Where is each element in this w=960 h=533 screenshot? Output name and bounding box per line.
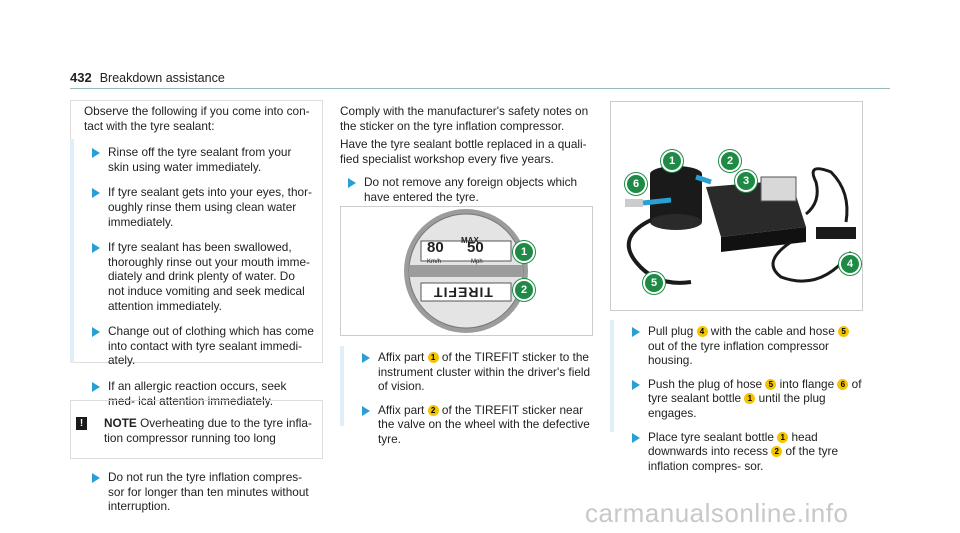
section-title: Breakdown assistance (99, 71, 225, 85)
col1-text: Observe the following if you come into c… (84, 104, 314, 408)
page-number: 432 (70, 70, 92, 85)
step-eyes: If tyre sealant gets into your eyes, tho… (84, 185, 314, 229)
step-affix-part-1: Affix part 1 of the TIREFIT sticker to t… (354, 350, 592, 394)
step-text: If tyre sealant has been swallowed, thor… (108, 240, 310, 313)
sticker-brand: TIREFIT (433, 284, 493, 301)
sticker-unit-mph: Mph (471, 259, 483, 265)
step-text: Do not remove any foreign objects which … (364, 175, 578, 204)
arrow-icon (632, 379, 640, 390)
note-body: Overheating due to the tyre infla- tion … (104, 416, 312, 445)
step-text: Affix part (378, 402, 428, 417)
part-number-badge: 1 (427, 352, 439, 363)
header-rule (70, 88, 890, 89)
step-compressor-time: Do not run the tyre inflation compres- s… (84, 470, 314, 514)
step-rinse-skin: Rinse off the tyre sealant from your ski… (84, 145, 314, 174)
step-text: into flange (776, 376, 838, 391)
part-number-badge: 2 (771, 446, 783, 458)
step-text: with the cable and hose (707, 324, 839, 338)
arrow-icon (632, 432, 640, 443)
callout-3: 3 (735, 170, 757, 192)
replace-paragraph: Have the tyre sealant bottle replaced in… (340, 137, 587, 166)
step-text: head downwards into recess (648, 429, 818, 459)
step-foreign-objects: Do not remove any foreign objects which … (340, 175, 592, 204)
step-text: until the plug engages. (648, 391, 826, 420)
part-number-badge: 1 (777, 431, 789, 443)
step-bar (340, 346, 344, 426)
part-number-badge: 5 (838, 326, 850, 337)
step-bar (610, 320, 614, 432)
step-affix-part-2: Affix part 2 of the TIREFIT sticker near… (354, 403, 592, 447)
arrow-icon (92, 148, 100, 159)
note-title: NOTE (104, 416, 137, 430)
page-header: 432 Breakdown assistance (70, 70, 225, 85)
step-text: of the TIREFIT sticker to the instrument… (378, 350, 591, 394)
step-pull-plug: Pull plug 4 with the cable and hose 5 ou… (624, 324, 862, 368)
watermark: carmanualsonline.info (585, 498, 849, 528)
arrow-icon (92, 188, 100, 199)
step-text: Push the plug of hose (648, 376, 766, 391)
arrow-icon (632, 327, 640, 337)
compressor-figure (610, 101, 863, 311)
part-number-badge: 5 (765, 378, 777, 390)
sticker-figure (340, 206, 593, 336)
step-text: of the tyre inflation compres- sor. (648, 444, 839, 473)
callout-1: 1 (661, 150, 683, 172)
step-text: Change out of clothing which has come in… (108, 324, 314, 368)
intro-text: Observe the following if you come into c… (84, 104, 310, 133)
part-number-badge: 6 (837, 378, 849, 390)
arrow-icon (348, 178, 356, 189)
step-text: Place tyre sealant bottle (648, 429, 778, 444)
step-swallowed: If tyre sealant has been swallowed, thor… (84, 240, 314, 313)
callout-4: 4 (839, 253, 861, 275)
part-number-badge: 1 (744, 393, 756, 405)
warning-icon: ! (76, 417, 87, 430)
part-number-badge: 2 (427, 404, 439, 416)
callout-5: 5 (643, 272, 665, 294)
note-outline (70, 400, 323, 459)
step-text: Do not run the tyre inflation compres- s… (108, 470, 309, 514)
arrow-icon (92, 473, 100, 483)
note-text: NOTE Overheating due to the tyre infla- … (104, 416, 318, 445)
sticker-unit-kmh: Km/h (427, 259, 442, 265)
step-text: out of the tyre inflation compressor hou… (648, 338, 829, 368)
compressor-illustration (625, 166, 856, 285)
col3-steps: Pull plug 4 with the cable and hose 5 ou… (624, 324, 862, 473)
sticker-max: MAX (461, 236, 479, 245)
safety-paragraph: Comply with the manufacturer's safety no… (340, 104, 589, 133)
step-text: of the TIREFIT sticker near the valve on… (378, 402, 590, 446)
note-step: Do not run the tyre inflation compres- s… (84, 470, 314, 514)
part-number-badge: 4 (696, 326, 708, 337)
sticker-speed-mph: 50 (467, 239, 484, 256)
col2-steps: Affix part 1 of the TIREFIT sticker to t… (354, 350, 592, 447)
arrow-icon (362, 353, 370, 363)
col2-text: Comply with the manufacturer's safety no… (340, 104, 592, 205)
step-text: Rinse off the tyre sealant from your ski… (108, 145, 292, 174)
step-text: If tyre sealant gets into your eyes, tho… (108, 185, 312, 229)
callout-1: 1 (513, 241, 535, 263)
step-clothing: Change out of clothing which has come in… (84, 324, 314, 368)
step-text: Pull plug (648, 324, 697, 338)
callout-2: 2 (719, 150, 741, 172)
sticker-speed-kmh: 80 (427, 239, 444, 256)
step-text: of tyre sealant bottle (648, 376, 862, 406)
step-bar (70, 139, 74, 363)
step-push-plug: Push the plug of hose 5 into flange 6 of… (624, 377, 862, 421)
arrow-icon (362, 405, 370, 416)
callout-2: 2 (513, 279, 535, 301)
callout-6: 6 (625, 173, 647, 195)
step-text: Affix part (378, 350, 428, 364)
arrow-icon (92, 327, 100, 338)
arrow-icon (92, 381, 100, 392)
tirefit-sticker-illustration (404, 209, 528, 333)
step-place-bottle: Place tyre sealant bottle 1 head downwar… (624, 430, 862, 474)
arrow-icon (92, 243, 100, 254)
